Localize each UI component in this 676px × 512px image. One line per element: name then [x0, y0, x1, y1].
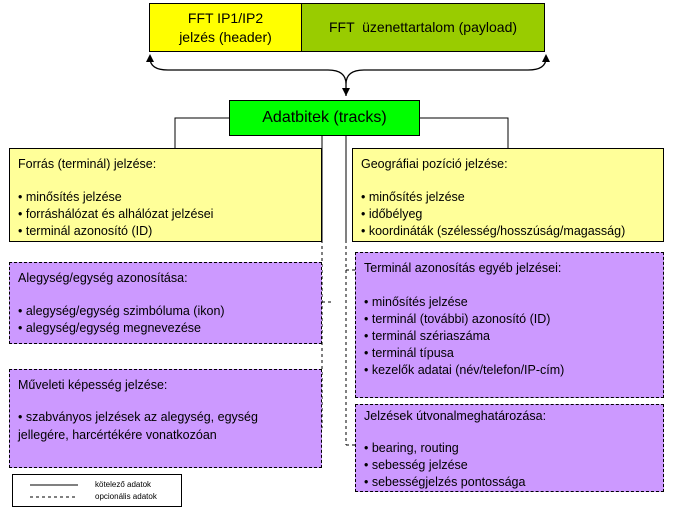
source-box: Forrás (terminál) jelzése: minősítés jel…	[9, 148, 322, 242]
geo-box: Geográfiai pozíció jelzése: minősítés je…	[352, 148, 664, 242]
list-item: minősítés jelzése	[18, 189, 213, 206]
terminal-list: minősítés jelzése terminál (további) azo…	[364, 294, 564, 379]
connector-terminal	[345, 240, 355, 445]
connector-unit	[321, 240, 333, 428]
list-item: koordináták (szélesség/hosszúság/magassá…	[361, 223, 625, 240]
source-list: minősítés jelzése forráshálózat és alhál…	[18, 189, 214, 240]
list-item: alegység/egység megnevezése	[18, 320, 225, 337]
brace	[149, 57, 547, 85]
legend-optional-label: opcionális adatok	[95, 492, 157, 501]
list-item: időbélyeg	[361, 206, 625, 223]
list-item: minősítés jelzése	[364, 294, 564, 311]
list-item: kezelők adatai (név/telefon/IP-cím)	[364, 362, 564, 379]
connector-geo	[420, 117, 509, 148]
unit-box: Alegység/egység azonosítása: alegység/eg…	[9, 262, 322, 344]
terminal-title: Terminál azonosítás egyéb jelzései:	[364, 261, 562, 275]
capability-text-line1: • szabványos jelzések az alegység, egysé…	[18, 410, 258, 424]
capability-box: Műveleti képesség jelzése: • szabványos …	[9, 369, 322, 468]
brace-arrow-left	[146, 54, 154, 62]
legend-mandatory-label: kötelező adatok	[95, 480, 152, 489]
route-box: Jelzések útvonalmeghatározása: bearing, …	[355, 404, 664, 492]
route-title: Jelzések útvonalmeghatározása:	[364, 409, 547, 423]
list-item: sebesség jelzése	[364, 457, 525, 474]
list-item: terminál szériaszáma	[364, 328, 564, 345]
list-item: terminál azonosító (ID)	[18, 223, 213, 240]
list-item: alegység/egység szimbóluma (ikon)	[18, 303, 225, 320]
tracks-box: Adatbitek (tracks)	[229, 100, 420, 136]
unit-title: Alegység/egység azonosítása:	[18, 271, 188, 285]
list-item: terminál (további) azonosító (ID)	[364, 311, 564, 328]
connector-source	[174, 117, 229, 148]
list-item: bearing, routing	[364, 440, 525, 457]
payload-label: FFT üzenettartalom (payload)	[328, 19, 518, 35]
route-list: bearing, routing sebesség jelzése sebess…	[364, 440, 526, 491]
list-item: forráshálózat és alhálózat jelzései	[18, 206, 214, 223]
list-item: terminál típusa	[364, 345, 564, 362]
terminal-box: Terminál azonosítás egyéb jelzései: minő…	[355, 252, 664, 398]
legend-box: kötelező adatok opcionális adatok	[12, 474, 182, 507]
geo-title: Geográfiai pozíció jelzése:	[361, 157, 508, 171]
payload-box: FFT üzenettartalom (payload)	[301, 3, 545, 52]
capability-title: Műveleti képesség jelzése:	[18, 378, 168, 392]
header-box: FFT IP1/IP2 jelzés (header)	[149, 3, 302, 52]
list-item: sebességjelzés pontossága	[364, 474, 526, 491]
capability-text-line2: jellegére, harcértékére vonatkozóan	[18, 428, 217, 442]
header-line1: FFT IP1/IP2	[187, 10, 264, 26]
brace-arrow-right	[542, 54, 550, 62]
list-item: minősítés jelzése	[361, 189, 625, 206]
source-title: Forrás (terminál) jelzése:	[18, 157, 157, 171]
geo-list: minősítés jelzése időbélyeg koordináták …	[361, 189, 625, 240]
tracks-label: Adatbitek (tracks)	[262, 109, 387, 126]
unit-list: alegység/egység szimbóluma (ikon) alegys…	[18, 303, 225, 337]
header-line2: jelzés (header)	[179, 29, 272, 45]
